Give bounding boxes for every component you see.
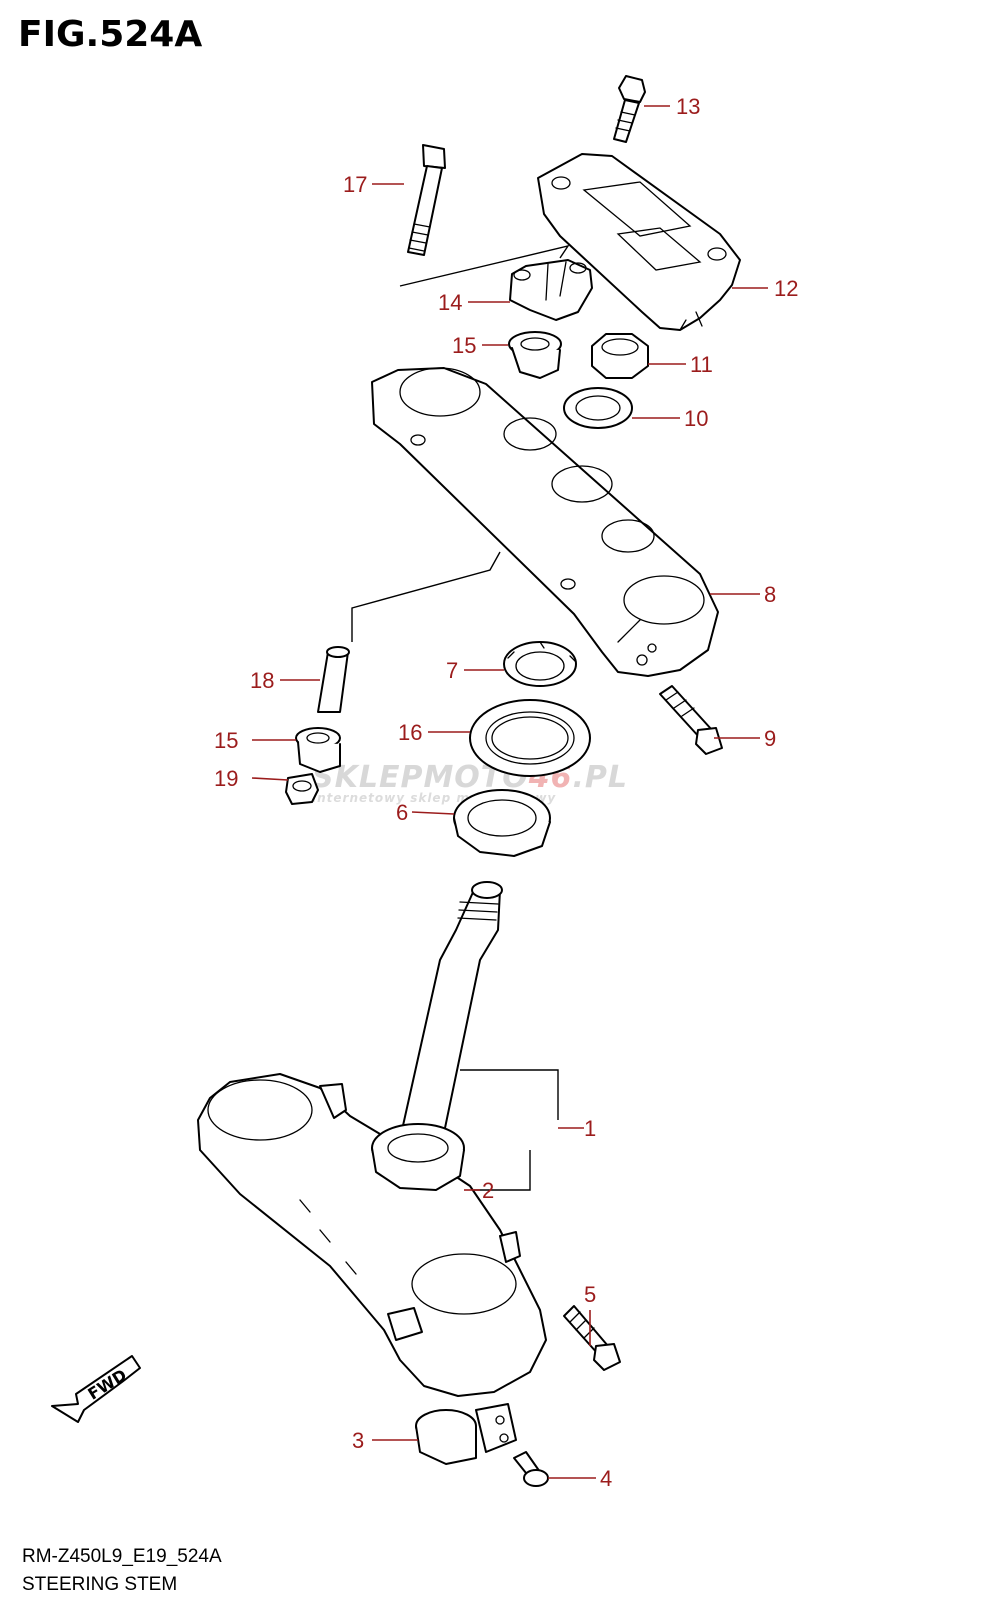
callout-2: 2 [482,1178,494,1203]
callout-17: 17 [343,172,367,197]
fwd-arrow-icon: FWD [51,1355,141,1423]
part-10-washer [563,387,633,429]
assembly-guide-lines [351,244,570,1191]
part-15-cap-upper [508,331,562,379]
callout-1: 1 [584,1116,596,1141]
part-8-upper-bracket [371,367,719,677]
callout-18: 18 [250,668,274,693]
part-16-seal [469,699,591,777]
callout-12: 12 [774,276,798,301]
footer-code: RM-Z450L9_E19_524A [22,1546,222,1567]
watermark-suffix: .PL [572,760,629,795]
part-15-cap-lower [295,727,341,773]
part-13-bolt [613,75,646,143]
callout-5: 5 [584,1282,596,1307]
callout-19: 19 [214,766,238,791]
part-14-lower-clamp [509,259,593,321]
part-11-nut [591,333,649,379]
part-19-nut [285,773,319,805]
part-5-bolt [563,1305,621,1371]
figure-title: FIG.524A [18,14,203,55]
callout-3: 3 [352,1428,364,1453]
callout-6: 6 [396,800,408,825]
callout-7: 7 [446,658,458,683]
part-6-bearing [453,789,551,857]
part-1-steering-stem [197,881,547,1397]
fwd-label: FWD [84,1365,130,1403]
callout-group: 13 17 12 14 15 11 10 8 18 7 9 16 15 19 6… [214,94,798,1491]
callout-11: 11 [690,352,713,377]
callout-4: 4 [600,1466,612,1491]
part-4-bolt [513,1451,549,1487]
callout-8: 8 [764,582,776,607]
callout-15-upper: 15 [452,333,476,358]
part-18-collar [317,646,350,713]
footer-name: STEERING STEM [22,1574,178,1595]
part-7-ring-nut [503,641,577,687]
part-2-bearing [371,1123,465,1191]
part-12-upper-clamp [537,153,741,331]
callout-16: 16 [398,720,422,745]
callout-14: 14 [438,290,462,315]
part-3-clamp [415,1403,517,1465]
callout-9: 9 [764,726,776,751]
callout-15-lower: 15 [214,728,238,753]
part-17-bolt [407,144,446,256]
part-9-bolt [659,685,723,755]
footer: RM-Z450L9_E19_524A STEERING STEM [22,1543,222,1599]
callout-13: 13 [676,94,700,119]
callout-10: 10 [684,406,708,431]
